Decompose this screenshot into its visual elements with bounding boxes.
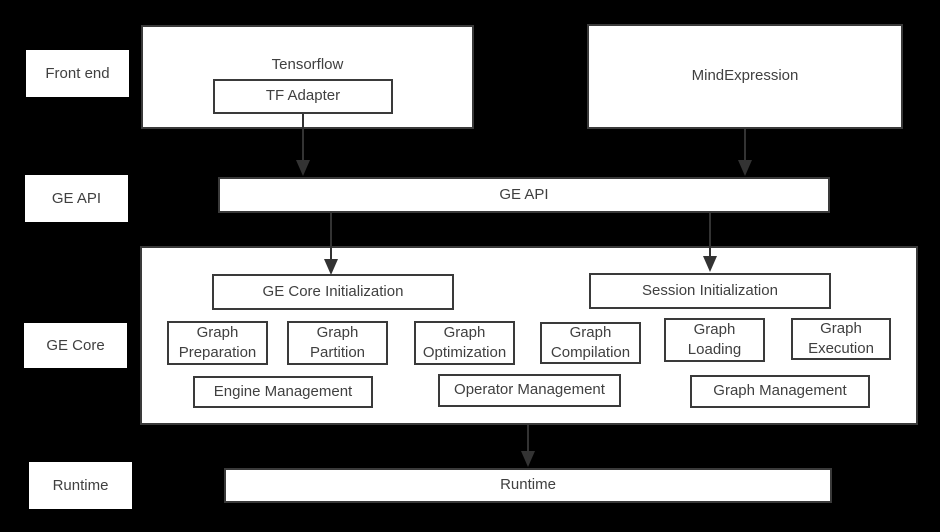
arrow-ge-api-to-ge-core-initialization xyxy=(324,213,338,275)
graph-management-box: Graph Management xyxy=(690,375,870,408)
arrow-mindexpression-to-ge-api xyxy=(738,129,752,176)
arrow-line xyxy=(709,213,711,259)
tensorflow-label: Tensorflow xyxy=(271,56,344,73)
engine-management-box: Engine Management xyxy=(193,376,373,408)
arrow-tf-adapter-to-ge-api xyxy=(296,114,310,176)
arrow-head-icon xyxy=(738,160,752,176)
arrow-head-icon xyxy=(324,259,338,275)
arrow-line xyxy=(527,425,529,454)
row-label-ge-api: GE API xyxy=(25,175,128,222)
arrow-head-icon xyxy=(296,160,310,176)
graph-preparation-box: Graph Preparation xyxy=(167,321,268,365)
arrow-line xyxy=(302,114,304,163)
arrow-line xyxy=(744,129,746,163)
arrow-head-icon xyxy=(703,256,717,272)
arrow-head-icon xyxy=(521,451,535,467)
ge-core-initialization-box: GE Core Initialization xyxy=(212,274,454,310)
tensorflow-box: Tensorflow TF Adapter xyxy=(141,25,474,129)
graph-execution-box: Graph Execution xyxy=(791,318,891,360)
operator-management-box: Operator Management xyxy=(438,374,621,407)
row-label-front-end: Front end xyxy=(26,50,129,97)
graph-compilation-box: Graph Compilation xyxy=(540,322,641,364)
graph-loading-box: Graph Loading xyxy=(664,318,765,362)
tf-adapter-box: TF Adapter xyxy=(213,79,393,114)
graph-partition-box: Graph Partition xyxy=(287,321,388,365)
arrow-ge-api-to-session-initialization xyxy=(703,213,717,272)
ge-api-bar: GE API xyxy=(218,177,830,213)
ge-core-box: GE Core Initialization Session Initializ… xyxy=(140,246,918,425)
mindexpression-box: MindExpression xyxy=(587,24,903,129)
session-initialization-box: Session Initialization xyxy=(589,273,831,309)
row-label-runtime: Runtime xyxy=(29,462,132,509)
arrow-ge-core-to-runtime xyxy=(521,425,535,467)
graph-optimization-box: Graph Optimization xyxy=(414,321,515,365)
runtime-bar: Runtime xyxy=(224,468,832,503)
arrow-line xyxy=(330,213,332,262)
row-label-ge-core: GE Core xyxy=(24,323,127,368)
